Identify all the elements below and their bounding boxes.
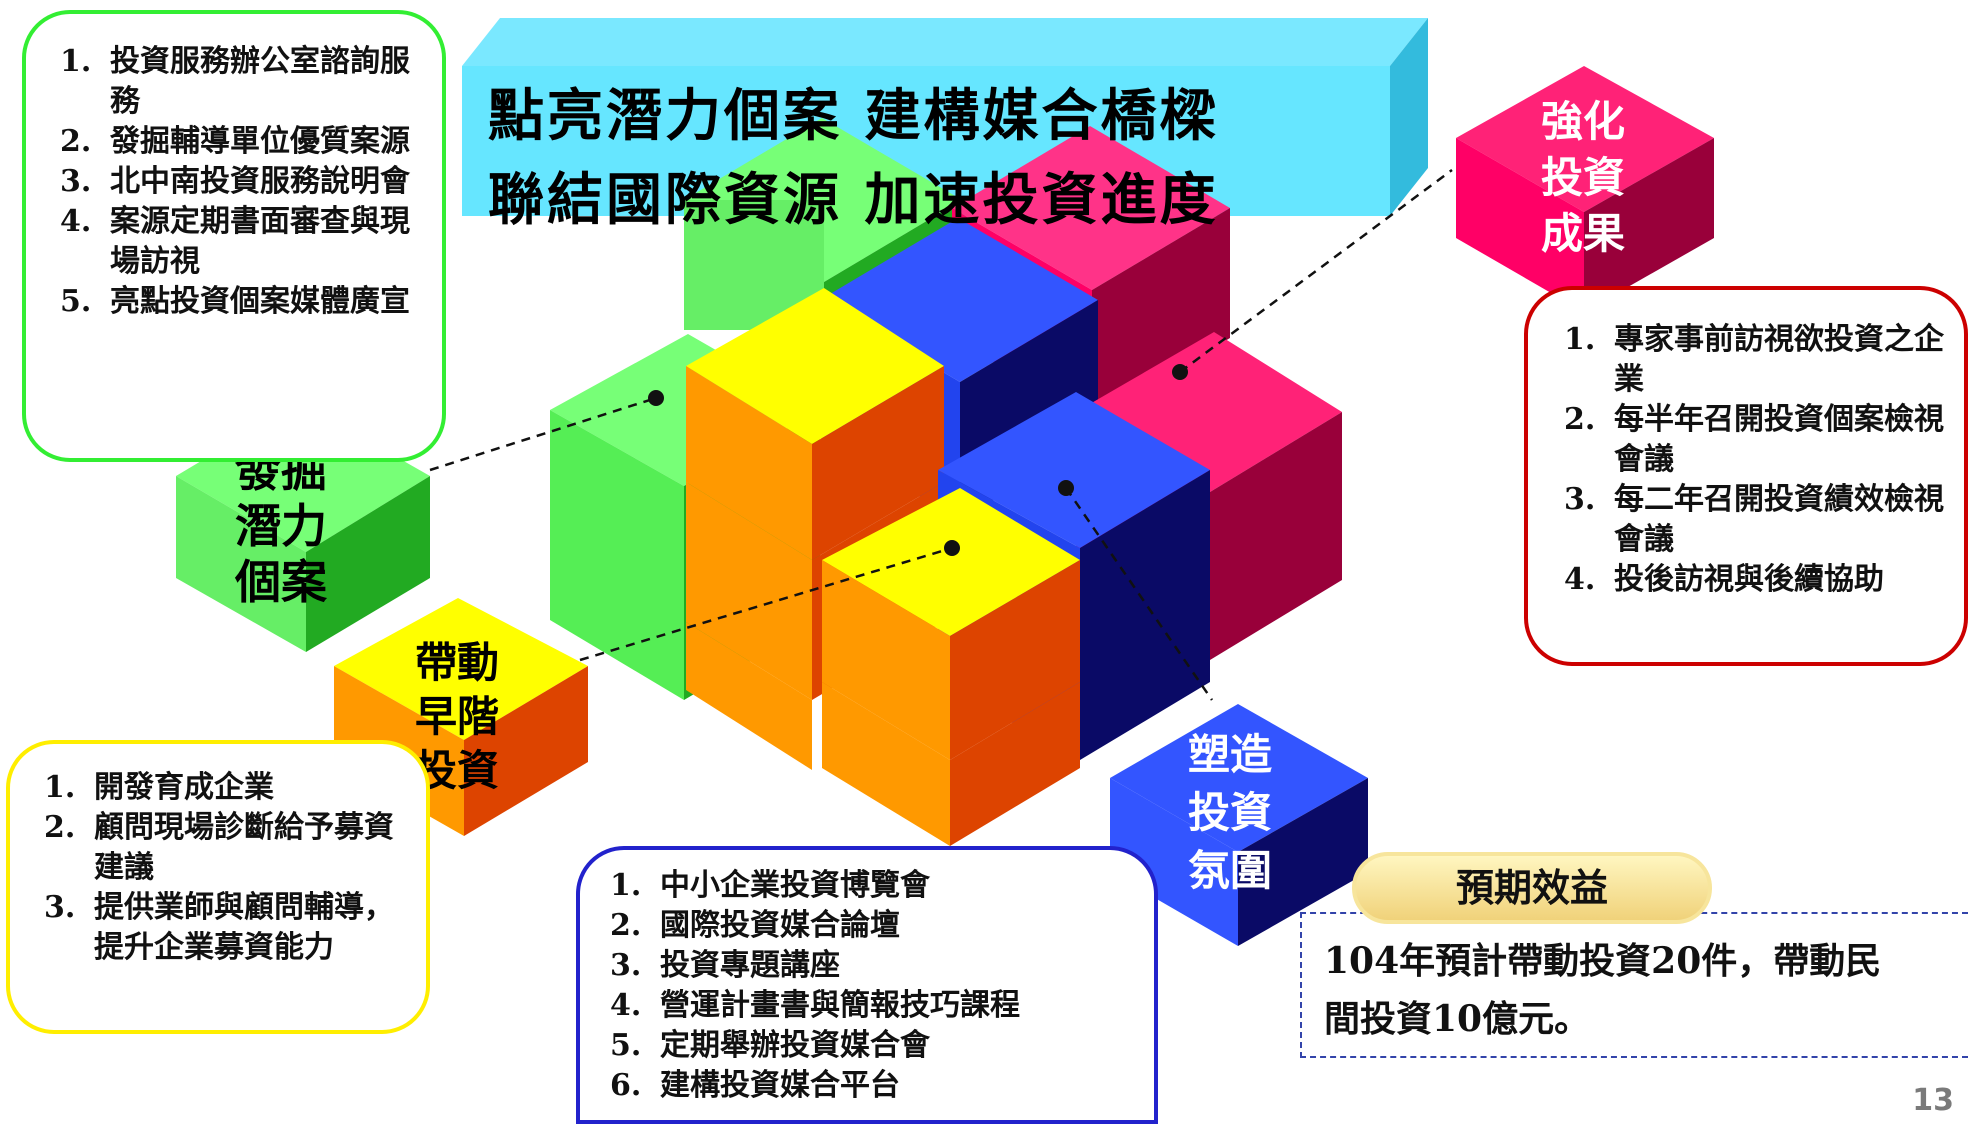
list-item: 6.建構投資媒合平台 xyxy=(610,1068,900,1103)
cube-yellow-top xyxy=(686,288,944,560)
list-item: 2.發掘輔導單位優質案源 xyxy=(60,124,410,159)
list-item: 4.投後訪視與後續協助 xyxy=(1564,562,1884,597)
list-item: 3.每二年召開投資績效檢視會議 xyxy=(1564,482,1944,557)
list-item: 3.投資專題講座 xyxy=(610,948,840,983)
list-item: 5.亮點投資個案媒體廣宣 xyxy=(60,284,410,319)
benefit-box: 104年預計帶動投資20件，帶動民 間投資10億元。 xyxy=(1300,912,1968,1058)
cube-orange-front-low xyxy=(686,622,1080,846)
benefit-text-line-1: 104年預計帶動投資20件，帶動民 xyxy=(1324,940,1882,982)
benefit-text: 104年預計帶動投資20件，帶動民 間投資10億元。 xyxy=(1324,932,1881,1048)
benefit-text-line-2: 間投資10億元。 xyxy=(1324,998,1591,1040)
cube-label-discover: 發掘 潛力 個案 xyxy=(235,443,327,609)
cube-label-strengthen: 強化 投資 成果 xyxy=(1540,97,1625,258)
label-cube-atmosphere xyxy=(1110,704,1368,946)
connector-lines xyxy=(429,168,1453,701)
strengthen-list: 1.專家事前訪視欲投資之企業 2.每半年召開投資個案檢視會議 3.每二年召開投資… xyxy=(1564,320,1948,600)
list-item: 3.北中南投資服務說明會 xyxy=(60,164,410,199)
list-item: 5.定期舉辦投資媒合會 xyxy=(610,1028,930,1063)
title-line-2: 聯結國際資源 加速投資進度 xyxy=(488,167,1219,233)
list-box-discover: 1.投資服務辦公室諮詢服務 2.發掘輔導單位優質案源 3.北中南投資服務說明會 … xyxy=(22,10,446,462)
list-box-atmosphere: 1.中小企業投資博覽會 2.國際投資媒合論壇 3.投資專題講座 4.營運計畫書與… xyxy=(576,846,1158,1124)
list-item: 2.顧問現場診斷給予募資建議 xyxy=(44,810,394,885)
list-item: 1.專家事前訪視欲投資之企業 xyxy=(1564,322,1944,397)
diagram-title: 點亮潛力個案 建構媒合橋樑 聯結國際資源 加速投資進度 xyxy=(488,74,1219,242)
cube-label-early: 帶動 早階 投資 xyxy=(414,638,499,795)
list-item: 2.國際投資媒合論壇 xyxy=(610,908,900,943)
list-box-strengthen: 1.專家事前訪視欲投資之企業 2.每半年召開投資個案檢視會議 3.每二年召開投資… xyxy=(1524,286,1968,666)
cube-yellow-front xyxy=(822,488,1080,760)
list-item: 1.投資服務辦公室諮詢服務 xyxy=(60,44,410,119)
early-list: 1.開發育成企業 2.顧問現場診斷給予募資建議 3.提供業師與顧問輔導，提升企業… xyxy=(44,768,414,968)
list-item: 4.營運計畫書與簡報技巧課程 xyxy=(610,988,1020,1023)
list-box-early: 1.開發育成企業 2.顧問現場診斷給予募資建議 3.提供業師與顧問輔導，提升企業… xyxy=(6,740,430,1034)
page-number: 13 xyxy=(1912,1083,1954,1118)
label-cube-strengthen xyxy=(1456,66,1714,312)
list-item: 3.提供業師與顧問輔導，提升企業募資能力 xyxy=(44,890,394,965)
list-item: 4.案源定期書面審查與現場訪視 xyxy=(60,204,410,279)
benefit-label-pill: 預期效益 xyxy=(1352,852,1712,924)
list-item: 1.中小企業投資博覽會 xyxy=(610,868,930,903)
list-item: 2.每半年召開投資個案檢視會議 xyxy=(1564,402,1944,477)
discover-list: 1.投資服務辦公室諮詢服務 2.發掘輔導單位優質案源 3.北中南投資服務說明會 … xyxy=(60,42,436,322)
connector-dots xyxy=(648,364,1188,556)
list-item: 1.開發育成企業 xyxy=(44,770,274,805)
title-line-1: 點亮潛力個案 建構媒合橋樑 xyxy=(488,83,1219,149)
cube-label-atmosphere: 塑造 投資 氛圍 xyxy=(1187,730,1272,895)
atmosphere-list: 1.中小企業投資博覽會 2.國際投資媒合論壇 3.投資專題講座 4.營運計畫書與… xyxy=(610,866,1150,1106)
